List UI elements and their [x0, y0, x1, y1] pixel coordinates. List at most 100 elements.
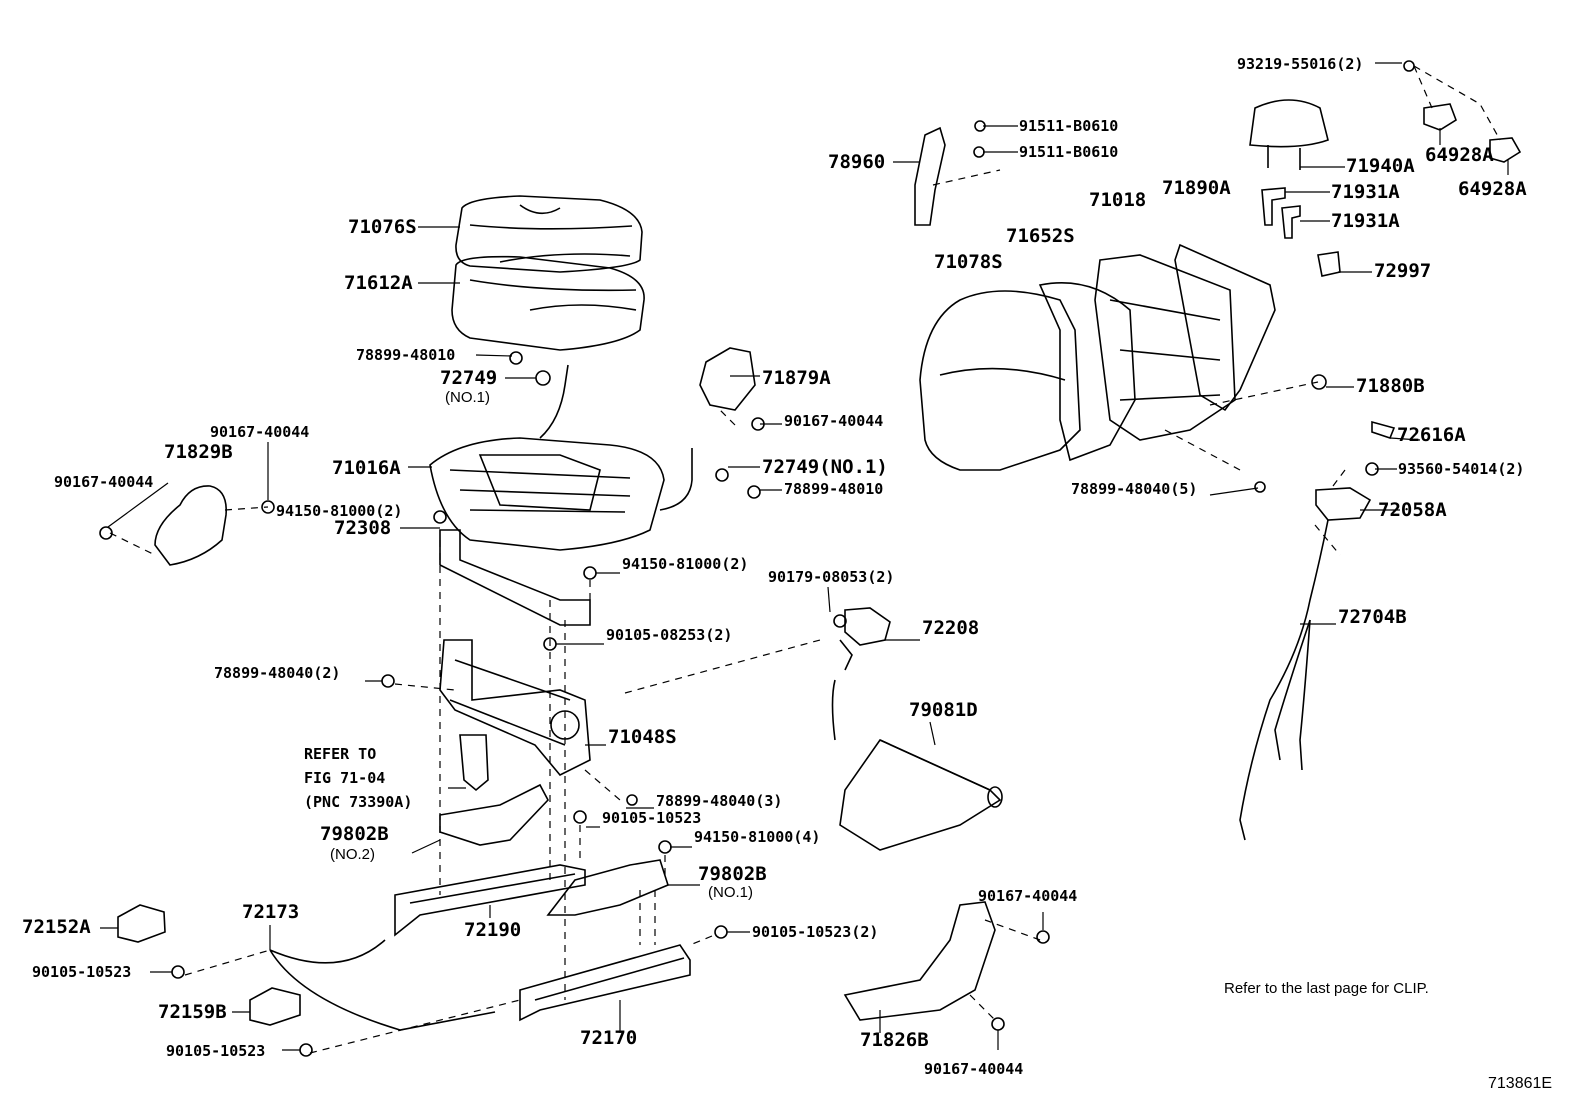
buckle-shape — [459, 734, 489, 792]
support-71931a-1-shape — [1261, 187, 1286, 226]
label-72173: 72173 — [242, 901, 299, 923]
label-72208: 72208 — [922, 617, 979, 639]
leader-lines — [100, 62, 1509, 1051]
cover-64928a-1-shape — [1423, 103, 1457, 131]
label-72159b: 72159B — [158, 1001, 227, 1023]
label-90105-10523-b: 90105-10523 — [32, 963, 131, 981]
label-91511-b0610-a: 91511-B0610 — [1019, 117, 1118, 135]
part-labels: 93219-55016(2) 91511-B0610 91511-B0610 7… — [22, 55, 1527, 1078]
label-90105-10523-d: 90105-10523 — [166, 1042, 265, 1060]
label-71018: 71018 — [1089, 189, 1146, 211]
label-90167-40044-r1: 90167-40044 — [978, 887, 1077, 905]
cover-71879a-shape — [699, 347, 756, 411]
label-93219-55016: 93219-55016(2) — [1237, 55, 1363, 73]
support-71931a-2-shape — [1281, 205, 1301, 239]
motor-72208-shape — [831, 607, 891, 741]
label-78899-48040-2: 78899-48040(2) — [214, 664, 340, 682]
label-79802b-no1-qual: (NO.1) — [708, 884, 753, 901]
handle-72058a-shape — [1315, 487, 1372, 521]
cover-71829b-shape — [154, 485, 227, 566]
label-78899-48040-3: 78899-48040(3) — [656, 792, 782, 810]
label-72749-a: 72749 — [440, 367, 497, 389]
label-90105-10523-c: 90105-10523(2) — [752, 923, 878, 941]
label-78960: 78960 — [828, 151, 885, 173]
seatback-frame-shape — [1094, 254, 1236, 441]
label-71890a: 71890A — [1162, 177, 1231, 199]
bracket-79802b-no1-shape — [546, 859, 669, 916]
label-72616a: 72616A — [1397, 424, 1466, 446]
label-72997: 72997 — [1374, 260, 1431, 282]
seat-frame-shape — [429, 364, 693, 551]
label-90167-40044-r2: 90167-40044 — [924, 1060, 1023, 1078]
headrest-shape — [1249, 99, 1329, 170]
bracket-79802b-no2-shape — [439, 783, 549, 846]
label-72170: 72170 — [580, 1027, 637, 1049]
assembly-dashed-lines — [109, 65, 1501, 1054]
small-fasteners — [99, 60, 1415, 1057]
label-90167-40044-left: 90167-40044 — [210, 423, 309, 441]
cover-64928a-2-shape — [1489, 137, 1522, 163]
cover-72152a-shape — [117, 904, 166, 943]
cable-72704b-shape — [1239, 519, 1329, 841]
clip-72997-shape — [1317, 251, 1341, 277]
label-78899-48040-5: 78899-48040(5) — [1071, 480, 1197, 498]
board-71890a-shape — [1174, 243, 1276, 412]
label-79802b-no1: 79802B — [698, 863, 767, 885]
label-72058a: 72058A — [1378, 499, 1447, 521]
refer-to-line3: (PNC 73390A) — [304, 793, 412, 811]
refer-to-line1: REFER TO — [304, 745, 376, 763]
seatback-pad-shape — [1038, 282, 1136, 462]
label-71880b: 71880B — [1356, 375, 1425, 397]
board-79081d-shape — [839, 738, 1003, 851]
refer-to-line2: FIG 71-04 — [304, 769, 385, 787]
cable-72173-shape — [269, 939, 496, 1031]
label-91511-b0610-b: 91511-B0610 — [1019, 143, 1118, 161]
label-71931a-1: 71931A — [1331, 181, 1400, 203]
track-72170-shape — [519, 944, 691, 1022]
label-71652s: 71652S — [1006, 225, 1075, 247]
label-71931a-2: 71931A — [1331, 210, 1400, 232]
label-90167-40044-mid: 90167-40044 — [54, 473, 153, 491]
label-72308: 72308 — [334, 517, 391, 539]
label-64928a-2: 64928A — [1458, 178, 1527, 200]
track-72190-shape — [394, 864, 586, 937]
label-90105-08253: 90105-08253(2) — [606, 626, 732, 644]
cover-71826b-shape — [843, 901, 996, 1021]
cover-72616a-shape — [1371, 420, 1396, 439]
label-72749-a-no: (NO.1) — [445, 389, 490, 406]
label-94150-81000-a: 94150-81000(2) — [276, 502, 402, 520]
seat-cushion-cover-shape — [455, 195, 643, 273]
label-71076s: 71076S — [348, 216, 417, 238]
label-71048s: 71048S — [608, 726, 677, 748]
label-79802b-no2: 79802B — [320, 823, 389, 845]
label-71940a: 71940A — [1346, 155, 1415, 177]
label-78899-48010-b: 78899-48010 — [784, 480, 883, 498]
label-71829b: 71829B — [164, 441, 233, 463]
label-71016a: 71016A — [332, 457, 401, 479]
seatback-cover-shape — [919, 290, 1081, 471]
diagram-code: 713861E — [1488, 1075, 1552, 1092]
label-72749-b: 72749(NO.1) — [762, 456, 888, 478]
label-64928a-1: 64928A — [1425, 144, 1494, 166]
cover-72159b-shape — [249, 987, 301, 1026]
label-79802b-no2-qual: (NO.2) — [330, 846, 375, 863]
label-71826b: 71826B — [860, 1029, 929, 1051]
label-90179-08053: 90179-08053(2) — [768, 568, 894, 586]
label-94150-81000-b: 94150-81000(2) — [622, 555, 748, 573]
label-71078s: 71078S — [934, 251, 1003, 273]
label-79081d: 79081D — [909, 699, 978, 721]
label-94150-81000-c: 94150-81000(4) — [694, 828, 820, 846]
label-72190: 72190 — [464, 919, 521, 941]
seat-cushion-pad-shape — [451, 255, 645, 351]
label-71879a: 71879A — [762, 367, 831, 389]
label-93560-54014: 93560-54014(2) — [1398, 460, 1524, 478]
clip-note: Refer to the last page for CLIP. — [1224, 980, 1429, 997]
label-90167-40044-top: 90167-40044 — [784, 412, 883, 430]
label-78899-48010-a: 78899-48010 — [356, 346, 455, 364]
label-71612a: 71612A — [344, 272, 413, 294]
label-90105-10523-a: 90105-10523 — [602, 809, 701, 827]
label-72704b: 72704B — [1338, 606, 1407, 628]
cover-78960-shape — [914, 126, 946, 226]
